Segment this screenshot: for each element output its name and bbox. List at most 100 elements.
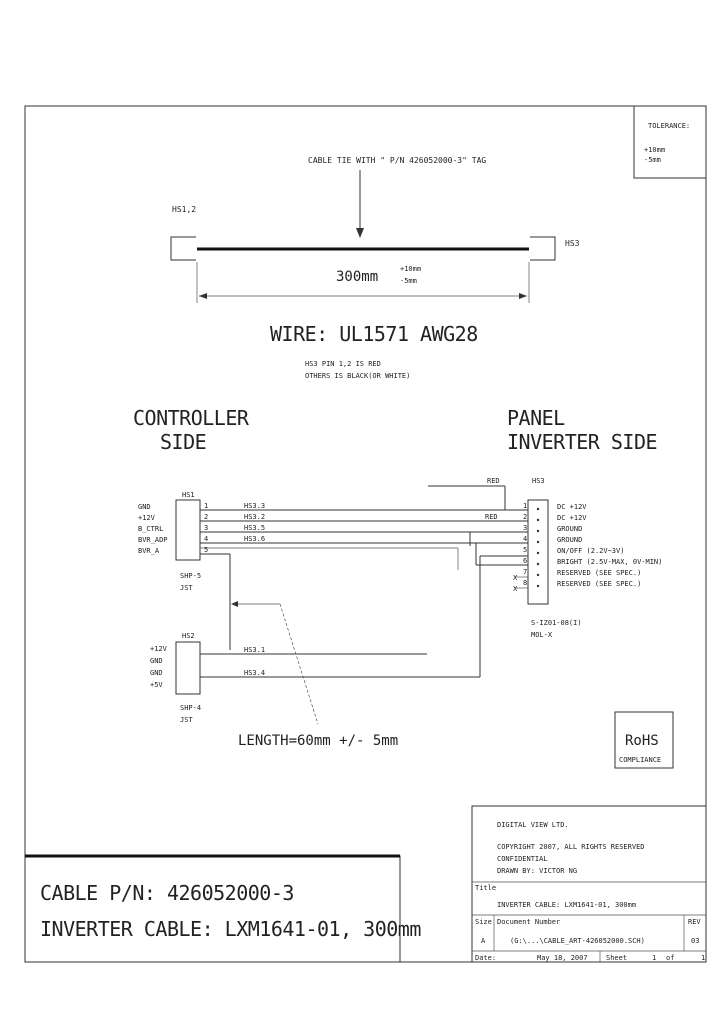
hs3-func-3: GROUND (557, 525, 582, 533)
sheet-value: 1 (652, 954, 656, 962)
copyright: COPYRIGHT 2007, ALL RIGHTS RESERVED (497, 843, 645, 851)
part-block-frame (24, 855, 401, 963)
hs3-func-4: GROUND (557, 536, 582, 544)
cable-description: INVERTER CABLE: LXM1641-01, 300mm (40, 917, 421, 941)
length-leader (279, 603, 319, 725)
wire-label-hs3-4: HS3.4 (244, 669, 265, 677)
length-callout: LENGTH=60mm +/- 5mm (231, 601, 398, 749)
wire-spec: WIRE: UL1571 AWG28 (270, 322, 478, 346)
tolerance-plus: +10mm (644, 146, 665, 154)
rev-label: REV (688, 918, 701, 926)
rohs-box: RoHS COMPLIANCE (614, 711, 674, 769)
hs1-signal-5: BVR_A (138, 547, 160, 555)
hs1-signal-4: BVR_ADP (138, 536, 168, 544)
hs3-dot-7 (536, 573, 540, 577)
wire-label-hs3-3: HS3.3 (244, 502, 265, 510)
confidential: CONFIDENTIAL (497, 855, 548, 863)
hs2-wires: HS3.1 HS3.4 (200, 555, 528, 678)
hs3-dot-1 (536, 507, 540, 511)
wire-label-hs3-1: HS3.1 (244, 646, 265, 654)
tolerance-title: TOLERANCE: (648, 122, 690, 130)
hs1-connector: HS1 GND +12V B_CTRL BVR_ADP BVR_A 1 2 3 … (138, 491, 208, 592)
hs3-func-8: RESERVED (SEE SPEC.) (557, 580, 641, 588)
sheet-border (24, 105, 707, 963)
hs3-maker: MOL-X (531, 631, 553, 639)
length-dim-arrow (231, 601, 238, 607)
hs2-body (175, 641, 201, 695)
hs1-pin-2: 2 (204, 513, 208, 521)
hs3-func-1: DC +12V (557, 503, 587, 511)
part-number-block: CABLE P/N: 426052000-3 INVERTER CABLE: L… (24, 854, 422, 963)
size-value: A (481, 937, 486, 945)
date-value: May 18, 2007 (537, 954, 588, 962)
wire-label-hs3-6: HS3.6 (244, 535, 265, 543)
hs3-body (527, 499, 549, 605)
hs3-dot-8 (536, 584, 540, 588)
hs3-dot-6 (536, 562, 540, 566)
hs1-pin-4: 4 (204, 535, 208, 543)
hs1-part: SHP-5 (180, 572, 201, 580)
rev-value: 03 (691, 937, 699, 945)
wire-note-red: HS3 PIN 1,2 IS RED (305, 360, 381, 368)
hs3-dot-2 (536, 518, 540, 522)
wire-note-others: OTHERS IS BLACK(OR WHITE) (305, 372, 410, 380)
controller-side-subtitle: SIDE (160, 430, 206, 454)
hs3-func-5: ON/OFF (2.2V~3V) (557, 547, 624, 555)
hs1-maker: JST (180, 584, 193, 592)
cable-overview: CABLE TIE WITH " P/N 426052000-3" TAG HS… (170, 156, 580, 380)
hs3-dot-5 (536, 551, 540, 555)
hs3-pin-3: 3 (523, 524, 527, 532)
hs3-connector: HS3 1 2 3 4 5 6 7 8 DC +12V DC +12V GROU… (523, 477, 662, 639)
rohs-subtitle: COMPLIANCE (619, 756, 661, 764)
rohs-frame (614, 711, 674, 769)
hs3-pin-5: 5 (523, 546, 527, 554)
hs2-part: SHP-4 (180, 704, 201, 712)
left-connector (170, 236, 196, 261)
hs3-dot-4 (536, 540, 540, 544)
red-label-2: RED (485, 513, 498, 521)
hs3-pin-8: 8 (523, 579, 527, 587)
docnum-value: (G:\...\CABLE_ART-426052000.SCH) (510, 937, 645, 945)
size-label: Size (475, 918, 492, 926)
hs1-pin-3: 3 (204, 524, 208, 532)
panel-side-title: PANEL (507, 406, 565, 430)
no-connect-8: X (513, 585, 518, 593)
tolerance-minus: -5mm (644, 156, 661, 164)
cable-tie-arrowhead (356, 228, 364, 238)
cable-length-tol-plus: +10mm (400, 265, 421, 273)
hs1-wires: HS3.3 HS3.2 HS3.5 HS3.6 (200, 502, 528, 650)
docnum-label: Document Number (497, 918, 560, 926)
hs1-signal-2: +12V (138, 514, 156, 522)
hs1-name: HS1 (182, 491, 195, 499)
title-value: INVERTER CABLE: LXM1641-01, 300mm (497, 901, 636, 909)
cable-length-tol-minus: -5mm (400, 277, 417, 285)
dim-arrow-right (519, 293, 527, 299)
of-label: of (666, 954, 674, 962)
hs2-maker: JST (180, 716, 193, 724)
wire-label-hs3-2: HS3.2 (244, 513, 265, 521)
hs1-pin-5: 5 (204, 546, 208, 554)
hs2-signal-3: GND (150, 669, 163, 677)
company-name: DIGITAL VIEW LTD. (497, 821, 569, 829)
controller-side-title: CONTROLLER (133, 406, 250, 430)
left-connector-label: HS1,2 (172, 205, 196, 214)
of-value: 1 (701, 954, 705, 962)
title-label: Title (475, 884, 496, 892)
hs3-pin-4: 4 (523, 535, 527, 543)
tolerance-box: TOLERANCE: +10mm -5mm (633, 105, 707, 179)
hs3-func-2: DC +12V (557, 514, 587, 522)
hs1-pin-1: 1 (204, 502, 208, 510)
date-label: Date: (475, 954, 496, 962)
hs2-signal-4: +5V (150, 681, 163, 689)
hs3-func-6: BRIGHT (2.5V-MAX, 0V-MIN) (557, 558, 662, 566)
rohs-title: RoHS (625, 733, 659, 749)
hs3-dot-3 (536, 529, 540, 533)
panel-side-subtitle: INVERTER SIDE (507, 430, 657, 454)
length-note: LENGTH=60mm +/- 5mm (238, 733, 398, 749)
hs3-pin-1: 1 (523, 502, 527, 510)
cable-length: 300mm (336, 269, 378, 285)
hs2-connector: HS2 +12V GND GND +5V SHP-4 JST (150, 632, 201, 724)
cable-part-number: CABLE P/N: 426052000-3 (40, 881, 294, 905)
hs3-pin-2: 2 (523, 513, 527, 521)
